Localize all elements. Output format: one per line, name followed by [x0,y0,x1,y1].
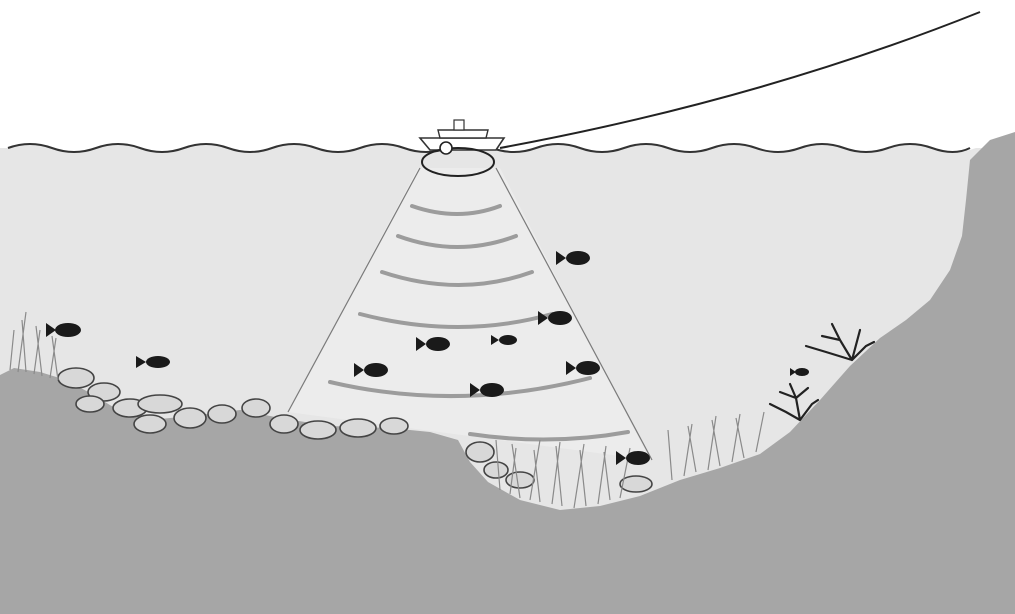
transducer-head [440,142,452,154]
rock [242,399,270,417]
boat-cabin [438,130,488,138]
rock [620,476,652,492]
boat-mast [454,120,464,130]
rock [208,405,236,423]
rock [58,368,94,388]
rock [174,408,206,428]
rock [484,462,508,478]
rock [76,396,104,412]
rock [270,415,298,433]
rock [506,472,534,488]
rock [466,442,494,462]
rock [138,395,182,413]
rock [340,419,376,437]
rock [380,418,408,434]
rock [134,415,166,433]
rock [300,421,336,439]
